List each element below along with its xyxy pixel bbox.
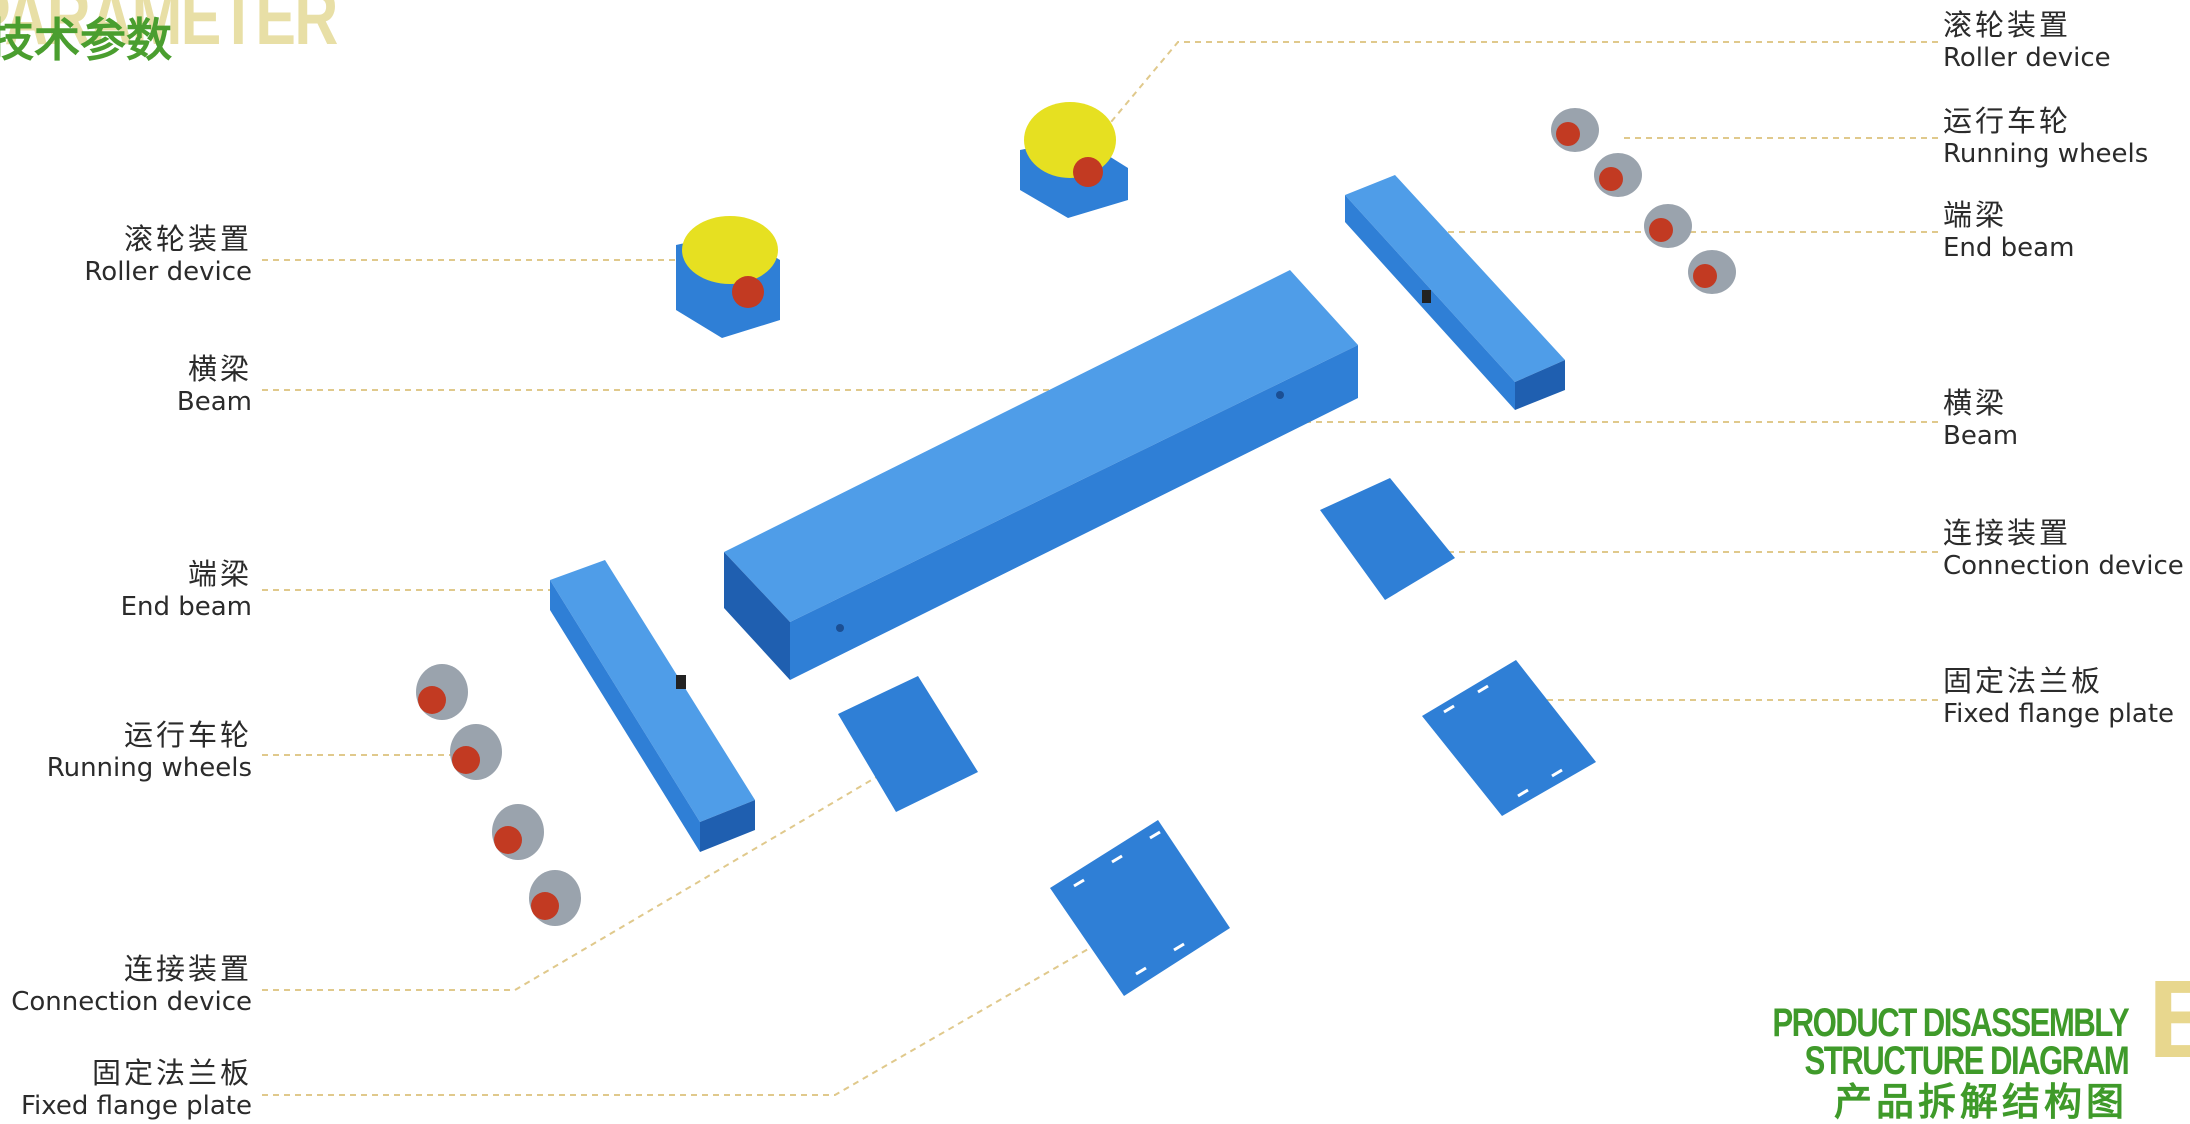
label-zh: 连接装置 [11, 952, 252, 986]
section-letter-tab: B [2148, 972, 2190, 1072]
connection-device-right [1320, 478, 1455, 600]
label-zh: 滚轮装置 [84, 222, 252, 256]
fixed-flange-plate-center [1050, 820, 1230, 996]
connection-device-left [838, 676, 978, 812]
label-zh: 运行车轮 [1943, 104, 2148, 138]
label-zh: 横梁 [1943, 386, 2018, 420]
label-en: Connection device [11, 986, 252, 1018]
label-right-end-beam: 端梁 End beam [1943, 198, 2074, 264]
label-right-running-wheels: 运行车轮 Running wheels [1943, 104, 2148, 170]
label-right-fixed-flange-plate: 固定法兰板 Fixed flange plate [1943, 664, 2174, 730]
label-left-running-wheels: 运行车轮 Running wheels [47, 718, 252, 784]
label-right-beam: 横梁 Beam [1943, 386, 2018, 452]
label-en: Fixed flange plate [1943, 698, 2174, 730]
label-left-connection-device: 连接装置 Connection device [11, 952, 252, 1018]
label-zh: 端梁 [1943, 198, 2074, 232]
label-en: Beam [177, 386, 252, 418]
label-zh: 端梁 [121, 557, 252, 591]
label-right-roller-device: 滚轮装置 Roller device [1943, 8, 2111, 74]
label-en: Running wheels [1943, 138, 2148, 170]
main-beam [724, 270, 1358, 680]
leader-left-flange [262, 922, 1135, 1095]
label-left-end-beam: 端梁 End beam [121, 557, 252, 623]
diagram-title-block: PRODUCT DISASSEMBLY STRUCTURE DIAGRAM 产品… [1672, 1004, 2128, 1124]
label-en: Running wheels [47, 752, 252, 784]
label-en: End beam [1943, 232, 2074, 264]
roller-device-right [1020, 102, 1128, 218]
label-en: Roller device [1943, 42, 2111, 74]
label-zh: 运行车轮 [47, 718, 252, 752]
label-en: Roller device [84, 256, 252, 288]
label-right-connection-device: 连接装置 Connection device [1943, 516, 2184, 582]
label-en: End beam [121, 591, 252, 623]
label-en: Fixed flange plate [21, 1090, 252, 1122]
right-end-beam [1345, 175, 1565, 410]
roller-device-left [676, 216, 780, 338]
title-zh: 产品拆解结构图 [1672, 1080, 2128, 1124]
label-zh: 连接装置 [1943, 516, 2184, 550]
title-line-2: STRUCTURE DIAGRAM [1772, 1042, 2128, 1080]
label-zh: 滚轮装置 [1943, 8, 2111, 42]
label-zh: 固定法兰板 [1943, 664, 2174, 698]
running-wheels-right [1551, 108, 1736, 294]
label-left-beam: 横梁 Beam [177, 352, 252, 418]
running-wheels-left [416, 664, 581, 926]
label-zh: 固定法兰板 [21, 1056, 252, 1090]
label-en: Connection device [1943, 550, 2184, 582]
fixed-flange-plate-right [1422, 660, 1596, 816]
title-line-1: PRODUCT DISASSEMBLY [1772, 1004, 2128, 1042]
leader-right-roller [1075, 42, 1938, 165]
label-zh: 横梁 [177, 352, 252, 386]
label-left-roller-device: 滚轮装置 Roller device [84, 222, 252, 288]
label-en: Beam [1943, 420, 2018, 452]
label-left-fixed-flange-plate: 固定法兰板 Fixed flange plate [21, 1056, 252, 1122]
